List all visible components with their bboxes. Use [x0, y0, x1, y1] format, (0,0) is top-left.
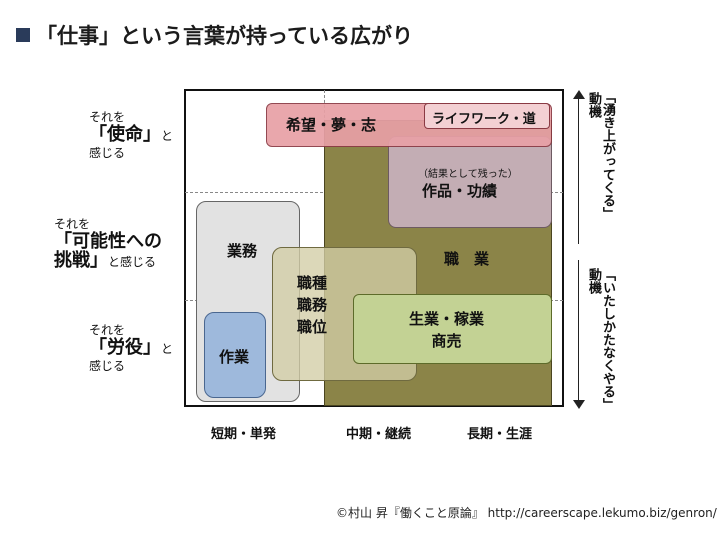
- title-square-icon: [16, 28, 30, 42]
- diagram-frame: [184, 89, 564, 407]
- shokugyo-label: 職 業: [444, 250, 490, 268]
- motive-bottom-label: 動機: [586, 268, 601, 294]
- page-title: 「仕事」という言葉が持っている広がり: [16, 20, 413, 50]
- lifework-box: [424, 103, 550, 129]
- sakuhin-label: 作品・功績: [422, 182, 498, 200]
- shokushu-label: 職種 職務 職位: [297, 274, 328, 336]
- motive-top-label: 動機: [586, 92, 601, 118]
- gyomu-label: 業務: [227, 242, 258, 260]
- sagyo-box: [204, 312, 266, 398]
- motive-top-paren: 「湧き上がってくる」: [600, 90, 615, 220]
- sakuhin-note: （結果として残った）: [418, 169, 518, 180]
- title-text: 「仕事」という言葉が持っている広がり: [36, 24, 413, 48]
- seigyo-label: 生業・稼業 商売: [409, 310, 485, 350]
- credit-line: ©村山 昇『働くこと原論』 http://careerscape.lekumo.…: [336, 506, 717, 520]
- arrow-up-icon: [573, 90, 585, 99]
- sagyo-label: 作業: [219, 348, 250, 366]
- left-label-challenge: それを 「可能性への 挑戦」と感じる: [54, 217, 162, 271]
- arrow-down-icon: [573, 400, 585, 409]
- motive-bottom-paren: 「いたしかたなくやる」: [600, 268, 615, 411]
- x-label-mid: 中期・継続: [346, 427, 412, 442]
- sakuhin-box: [388, 136, 552, 228]
- left-label-labor: それを 「労役」と 感じる: [89, 323, 174, 373]
- axis-line-lower: [578, 260, 579, 400]
- x-label-short: 短期・単発: [211, 427, 277, 442]
- lifework-label: ライフワーク・道: [432, 112, 536, 127]
- axis-line-upper: [578, 98, 579, 244]
- seigyo-box: [353, 294, 552, 364]
- kibou-label: 希望・夢・志: [286, 116, 377, 134]
- x-label-long: 長期・生涯: [467, 427, 533, 442]
- left-label-mission: それを 「使命」と 感じる: [89, 110, 174, 160]
